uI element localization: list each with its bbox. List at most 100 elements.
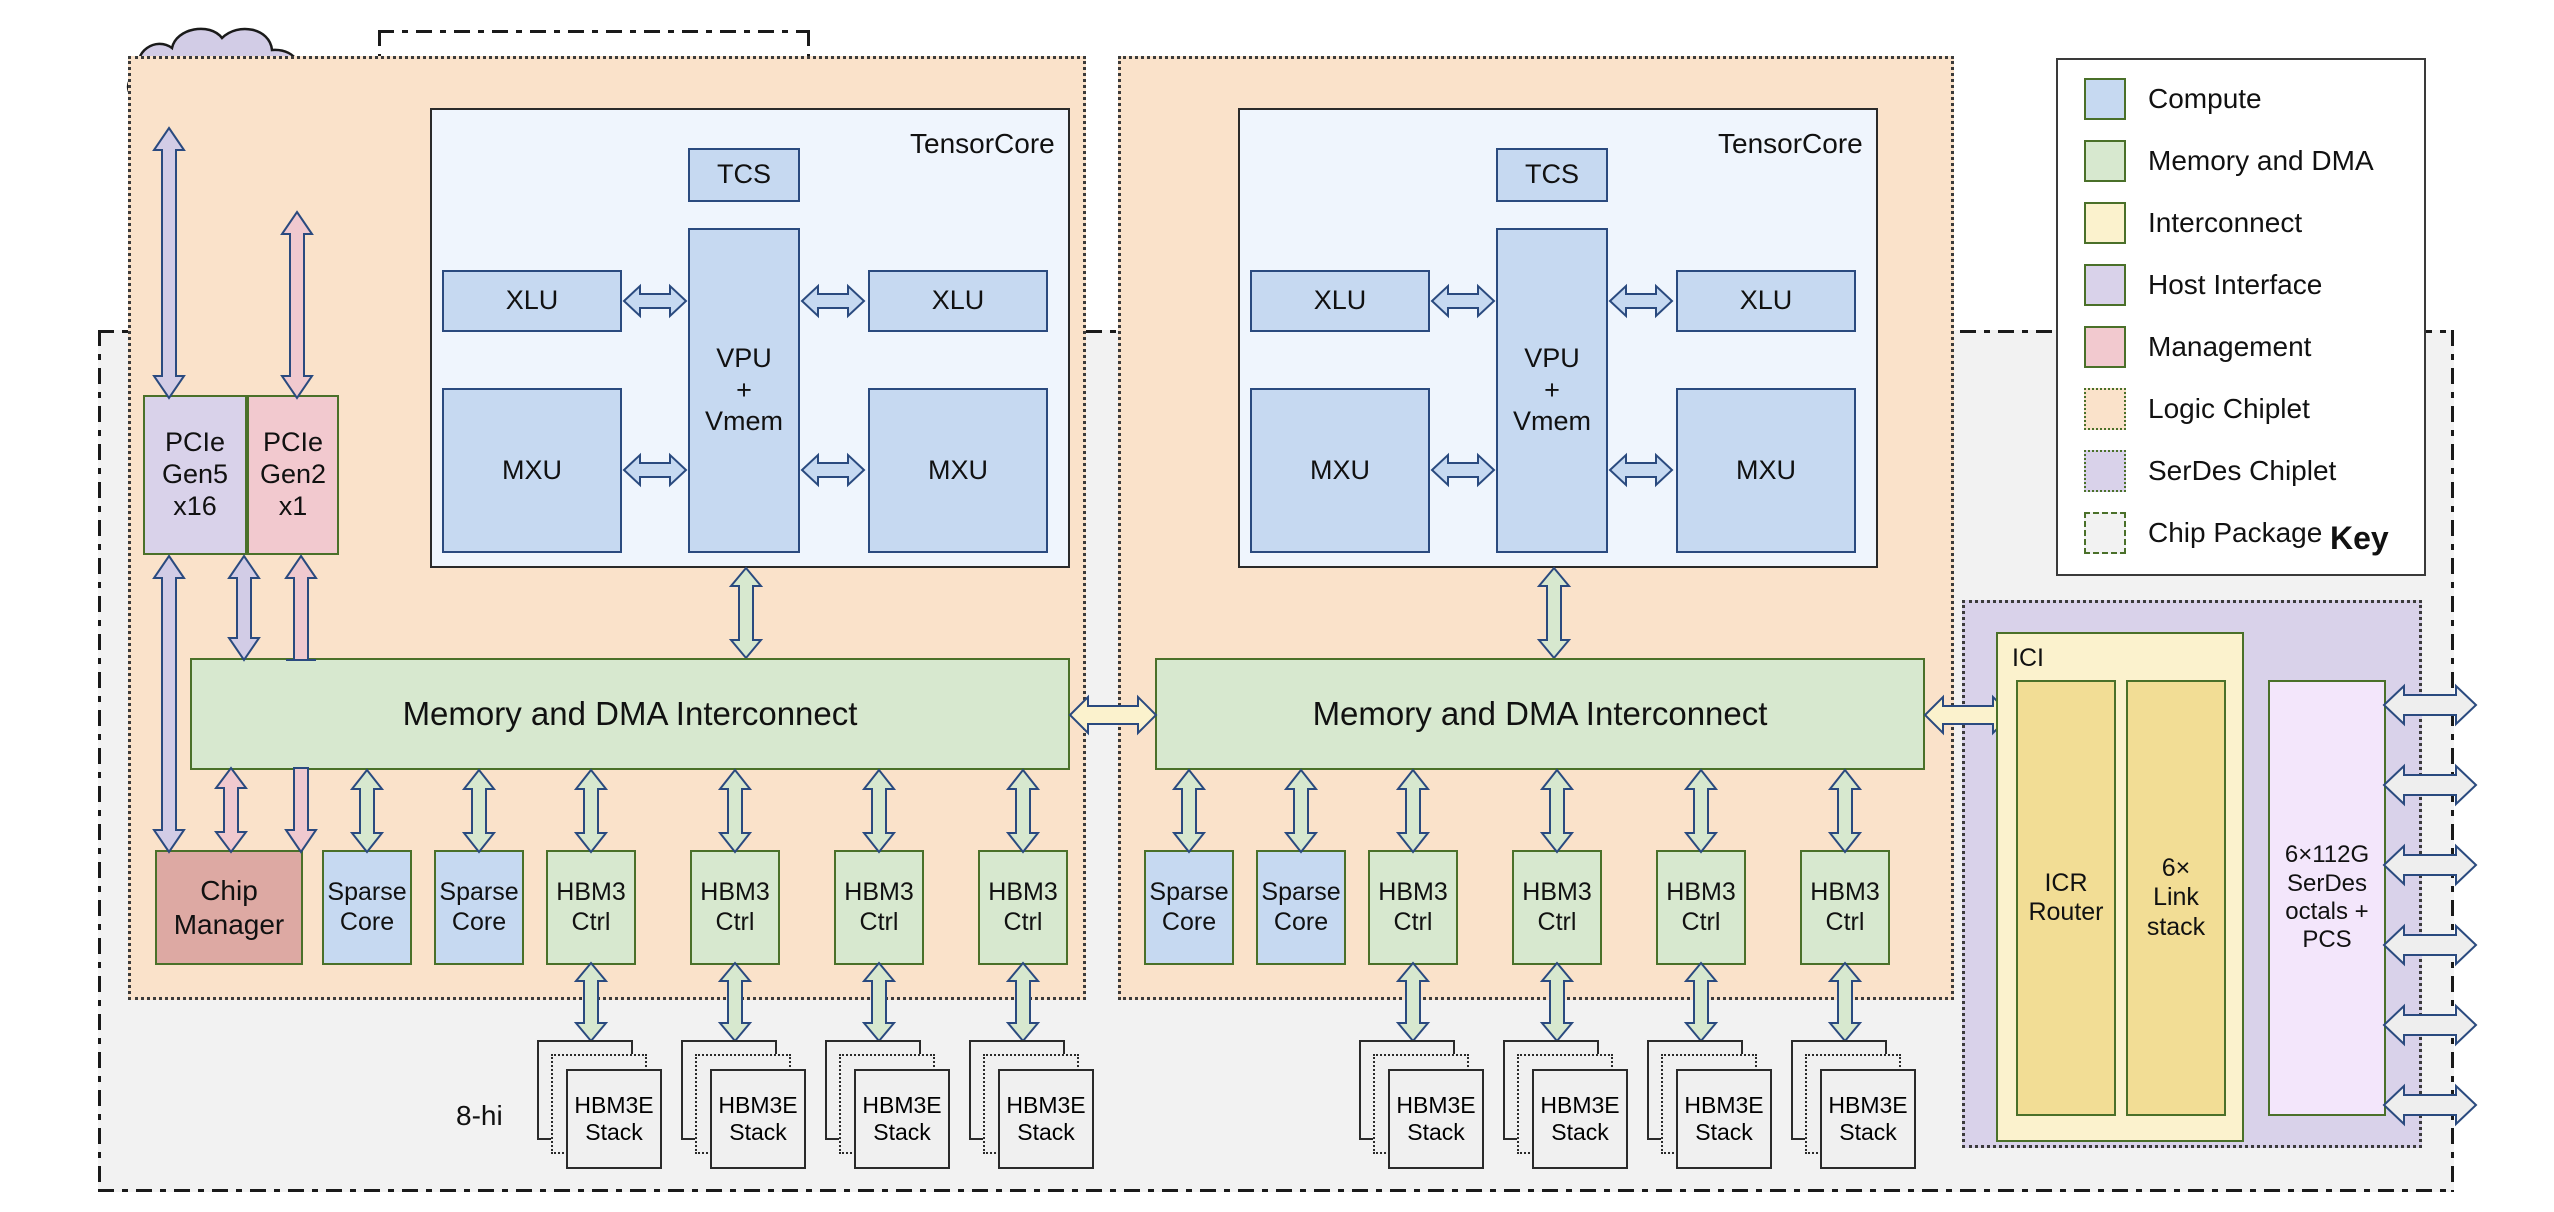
link-stack-line-2: stack [2146, 912, 2206, 941]
stack-sheet-front: HBM3E Stack [1676, 1069, 1772, 1169]
hbm3-ctrl-line-0: HBM3 [988, 878, 1058, 906]
hbm3e-stack-line-1: Stack [1407, 1119, 1465, 1145]
legend-label-logic-chiplet: Logic Chiplet [2148, 393, 2310, 424]
legend-label-serdes-chiplet: SerDes Chiplet [2148, 455, 2337, 486]
hbm3e-stack-line-0: HBM3E [862, 1091, 942, 1118]
arrow-xlu-vpu-right-east [1608, 281, 1674, 321]
hbm3e-stack-left-1: HBM3E Stack [681, 1040, 809, 1172]
tensorcore-left-label: TensorCore [910, 128, 1055, 159]
arrow-interconnect-hbm-left-2 [860, 768, 898, 854]
hbm3e-stack-line-0: HBM3E [1396, 1091, 1476, 1118]
arrow-interconnect-hbm-left-0 [572, 768, 610, 854]
xlu-right-east: XLU [1676, 270, 1856, 332]
hbm3e-stack-line-0: HBM3E [1540, 1091, 1620, 1118]
hbm3-ctrl-line-1: Ctrl [1681, 907, 1721, 936]
hbm3e-stack-left-3: HBM3E Stack [969, 1040, 1097, 1172]
link-stack-line-0: 6× [2161, 853, 2191, 882]
xlu-right-west: XLU [1250, 270, 1430, 332]
icr-router-line-0: ICR [2044, 868, 2088, 897]
sparse-core-left-1: Sparse Core [434, 850, 524, 965]
sparse-core-line-1: Core [1161, 907, 1217, 936]
arrow-pcie-gen5-to-interconnect [225, 554, 263, 662]
hbm3e-stack-line-0: HBM3E [574, 1091, 654, 1118]
serdes-octals-pcs: 6×112G SerDes octals + PCS [2268, 680, 2386, 1116]
pcie-gen5-line-2: x16 [173, 490, 217, 521]
arrow-xlu-vpu-left-west [622, 281, 688, 321]
pcie-gen2-line-0: PCIe [262, 427, 324, 458]
serdes-external-link-2 [2382, 842, 2478, 888]
serdes-external-link-3 [2382, 922, 2478, 968]
vpu-line-2: Vmem [1512, 406, 1591, 437]
arrow-hbm-ctrl-stack-left-1 [716, 961, 754, 1043]
hbm3-ctrl-left-1: HBM3 Ctrl [690, 850, 780, 965]
serdes-line-1: SerDes [2286, 869, 2368, 897]
hbm3e-stack-right-3: HBM3E Stack [1791, 1040, 1919, 1172]
mxu-left-east: MXU [868, 388, 1048, 553]
arrow-mxu-vpu-right-west [1430, 450, 1496, 490]
ici-label: ICI [2012, 644, 2044, 672]
arrow-pcie-gen2-to-chip-manager-upper [282, 554, 320, 661]
hbm3-ctrl-line-1: Ctrl [1537, 907, 1577, 936]
arrow-chip-manager-to-interconnect [212, 766, 250, 854]
serdes-line-2: octals + [2285, 898, 2369, 925]
legend-item-host-interface: Host Interface [2084, 264, 2322, 306]
serdes-line-0: 6×112G [2284, 841, 2370, 869]
arrow-hbm-ctrl-stack-right-1 [1538, 961, 1576, 1043]
arrow-hbm-ctrl-stack-right-2 [1682, 961, 1720, 1043]
arrow-interconnect-hbm-left-1 [716, 768, 754, 854]
hbm3-ctrl-right-1: HBM3 Ctrl [1512, 850, 1602, 965]
legend-swatch-logic-chiplet [2084, 388, 2126, 430]
hbm3-ctrl-line-0: HBM3 [1810, 878, 1880, 906]
tcs-right: TCS [1496, 148, 1608, 202]
pcie-gen5-line-0: PCIe [164, 427, 226, 458]
hbm3e-stack-left-0: HBM3E Stack [537, 1040, 665, 1172]
hbm3-ctrl-line-1: Ctrl [1393, 907, 1433, 936]
arrow-interconnect-hbm-right-0 [1394, 768, 1432, 854]
arrow-gbmc-to-pcie-gen2 [278, 210, 316, 400]
hbm3e-stack-line-1: Stack [729, 1119, 787, 1145]
sparse-core-right-0: Sparse Core [1144, 850, 1234, 965]
pcie-gen5-x16: PCIe Gen5 x16 [143, 395, 247, 555]
arrow-hbm-ctrl-stack-right-3 [1826, 961, 1864, 1043]
arrow-hbm-ctrl-stack-left-0 [572, 961, 610, 1043]
hbm3e-stack-right-1: HBM3E Stack [1503, 1040, 1631, 1172]
hbm3-ctrl-line-1: Ctrl [571, 907, 611, 936]
vpu-vmem-left: VPU + Vmem [688, 228, 800, 553]
memory-dma-interconnect-right: Memory and DMA Interconnect [1155, 658, 1925, 770]
arrow-tensorcore-interconnect-right [1534, 566, 1574, 660]
legend-label-memory-dma: Memory and DMA [2148, 145, 2374, 176]
hbm3-ctrl-line-1: Ctrl [859, 907, 899, 936]
legend-swatch-host-interface [2084, 264, 2126, 306]
vpu-line-1: + [736, 374, 752, 405]
legend-label-host-interface: Host Interface [2148, 269, 2323, 300]
serdes-external-link-4 [2382, 1002, 2478, 1048]
mxu-right-east: MXU [1676, 388, 1856, 553]
hbm3e-stack-left-2: HBM3E Stack [825, 1040, 953, 1172]
hbm3-ctrl-left-2: HBM3 Ctrl [834, 850, 924, 965]
link-stack-line-1: Link [2153, 883, 2199, 912]
stack-sheet-front: HBM3E Stack [566, 1069, 662, 1169]
legend-item-chip-package: Chip Package [2084, 512, 2322, 554]
xlu-left-west: XLU [442, 270, 622, 332]
sparse-core-line-0: Sparse [1261, 878, 1341, 906]
sparse-core-line-0: Sparse [327, 878, 407, 906]
mxu-left-west: MXU [442, 388, 622, 553]
memory-dma-interconnect-left: Memory and DMA Interconnect [190, 658, 1070, 770]
serdes-line-3: PCS [2302, 926, 2352, 954]
arrow-host-to-pcie-gen5 [150, 126, 188, 400]
hbm3-ctrl-right-2: HBM3 Ctrl [1656, 850, 1746, 965]
hbm3-ctrl-line-1: Ctrl [715, 907, 755, 936]
stack-sheet-front: HBM3E Stack [854, 1069, 950, 1169]
hbm3e-stack-line-1: Stack [1695, 1119, 1753, 1145]
arrow-interconnect-hbm-left-3 [1004, 768, 1042, 854]
icr-router: ICR Router [2016, 680, 2116, 1116]
arrow-pcie-gen5-to-chip-manager [150, 554, 188, 854]
arrow-pcie-gen2-to-chip-manager-lower [282, 767, 320, 854]
vpu-line-1: + [1544, 374, 1560, 405]
hbm3-ctrl-right-3: HBM3 Ctrl [1800, 850, 1890, 965]
chip-manager-line-0: Chip [200, 875, 258, 907]
hbm3e-stack-line-0: HBM3E [1006, 1091, 1086, 1118]
arrow-hbm-ctrl-stack-left-3 [1004, 961, 1042, 1043]
legend-label-compute: Compute [2148, 83, 2262, 114]
